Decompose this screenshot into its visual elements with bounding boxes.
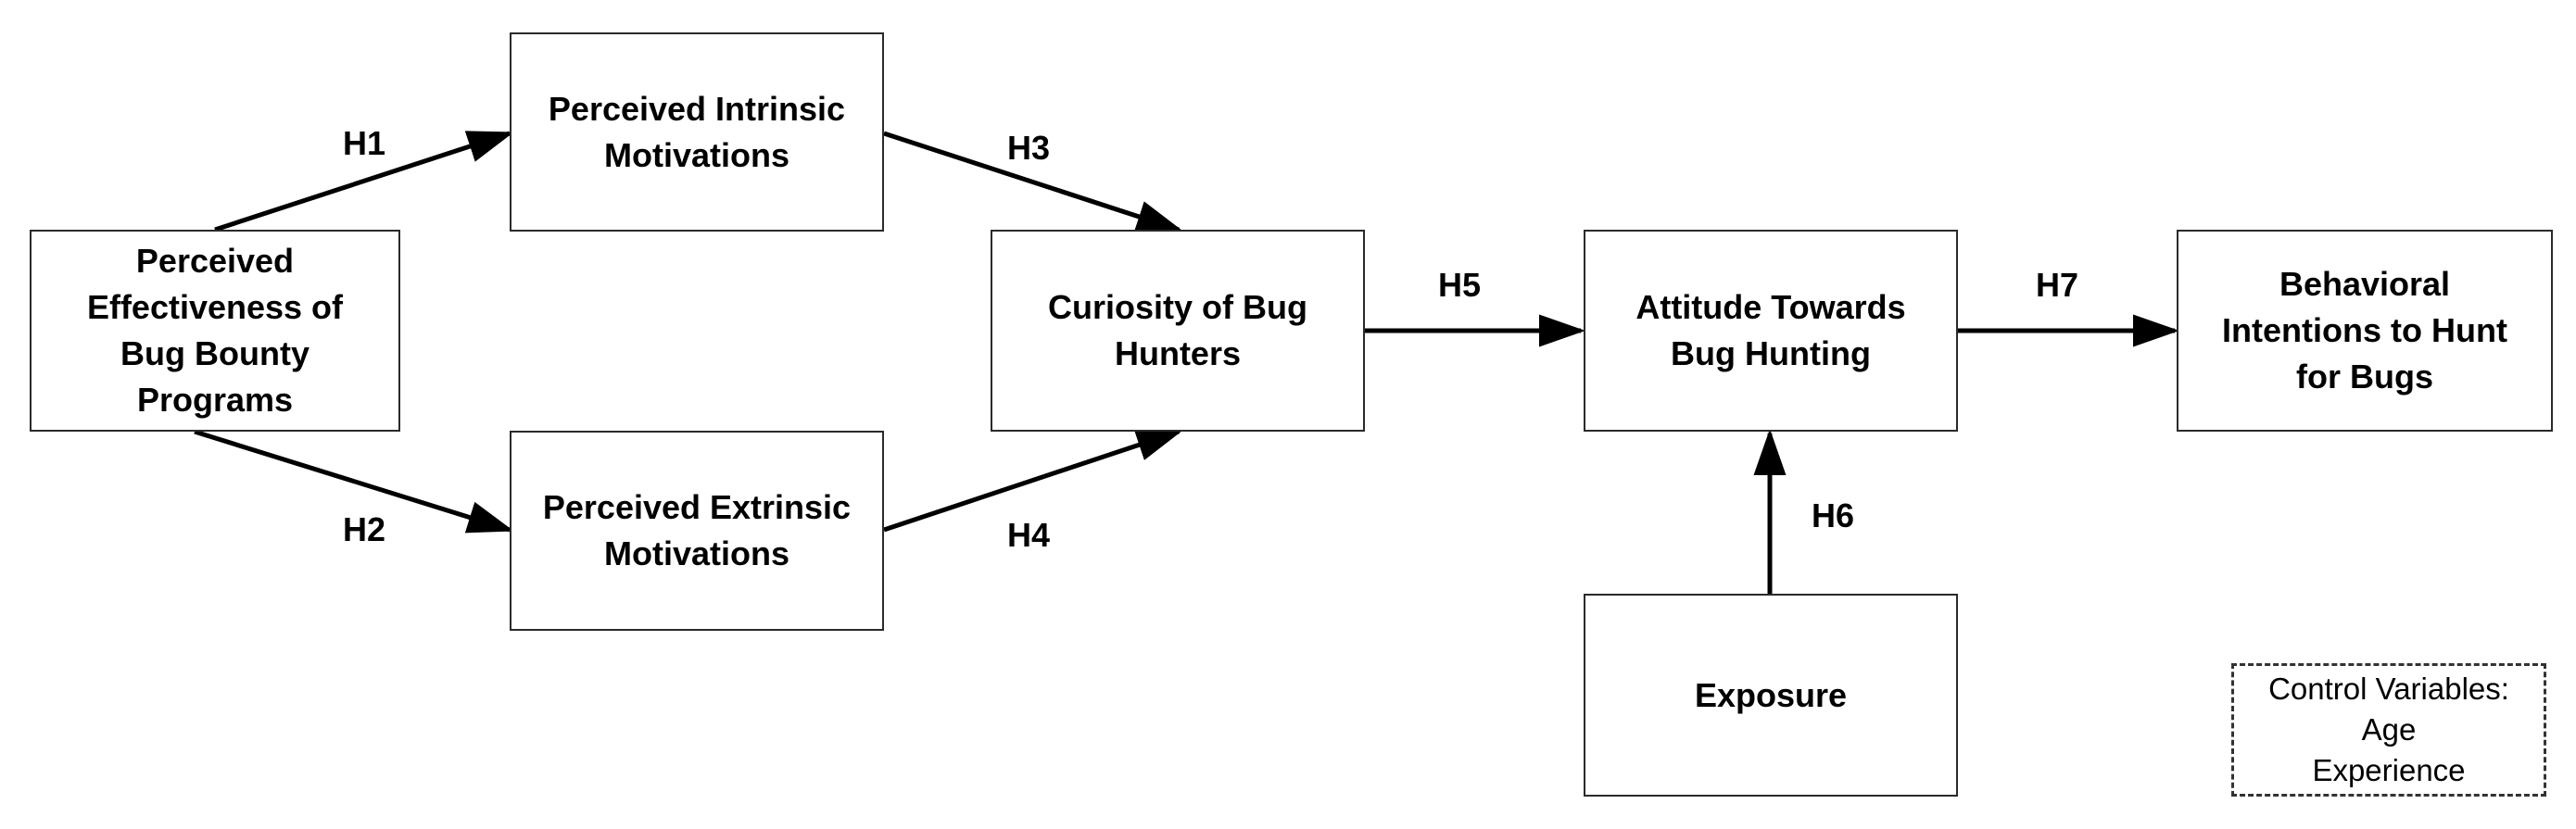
node-attitude-line-1: Attitude Towards: [1635, 288, 1906, 326]
node-perceived-effectiveness: Perceived Effectiveness of Bug Bounty Pr…: [30, 230, 400, 432]
node-exposure-line-1: Exposure: [1694, 675, 1848, 714]
node-extrinsic-line-1: Perceived Extrinsic: [542, 488, 852, 526]
node-intentions-line-1: Behavioral: [2279, 265, 2451, 303]
control-variables-box: Control Variables: Age Experience: [2231, 663, 2546, 797]
arrow-h1: [214, 131, 514, 232]
hypothesis-label-h4: H4: [1006, 516, 1051, 554]
hypothesis-label-h2: H2: [342, 510, 386, 548]
node-exposure: Exposure: [1584, 594, 1958, 797]
hypothesis-label-h7: H7: [2035, 266, 2079, 304]
node-curiosity-of-bug-hunters: Curiosity of Bug Hunters: [991, 230, 1365, 432]
node-effectiveness-line-3: Bug Bounty: [120, 334, 309, 372]
control-variable-age: Age: [2361, 712, 2417, 747]
node-perceived-intrinsic-motivations: Perceived Intrinsic Motivations: [510, 32, 884, 232]
node-effectiveness-line-1: Perceived: [135, 242, 295, 280]
node-extrinsic-line-2: Motivations: [603, 534, 789, 572]
hypothesis-label-h6: H6: [1811, 496, 1855, 534]
node-attitude-line-2: Bug Hunting: [1671, 334, 1871, 372]
node-perceived-extrinsic-motivations: Perceived Extrinsic Motivations: [510, 431, 884, 631]
node-intentions-line-3: for Bugs: [2296, 358, 2433, 396]
node-effectiveness-line-2: Effectiveness of: [86, 288, 344, 326]
node-behavioral-intentions: Behavioral Intentions to Hunt for Bugs: [2177, 230, 2553, 432]
node-effectiveness-line-4: Programs: [136, 381, 294, 419]
hypothesis-label-h3: H3: [1006, 129, 1051, 167]
node-curiosity-line-1: Curiosity of Bug: [1048, 288, 1307, 326]
node-curiosity-line-2: Hunters: [1114, 334, 1241, 372]
arrow-h2: [194, 429, 514, 534]
control-variables-title: Control Variables:: [2268, 672, 2509, 706]
control-variable-experience: Experience: [2312, 753, 2466, 787]
arrow-h3: [883, 131, 1183, 232]
hypothesis-label-h5: H5: [1437, 266, 1482, 304]
node-intentions-line-2: Intentions to Hunt: [2222, 311, 2507, 349]
node-intrinsic-line-2: Motivations: [603, 135, 789, 174]
node-attitude-towards-bug-hunting: Attitude Towards Bug Hunting: [1584, 230, 1958, 432]
hypothesis-label-h1: H1: [342, 124, 386, 162]
arrow-h4: [883, 429, 1183, 533]
node-intrinsic-line-1: Perceived Intrinsic: [548, 89, 846, 128]
